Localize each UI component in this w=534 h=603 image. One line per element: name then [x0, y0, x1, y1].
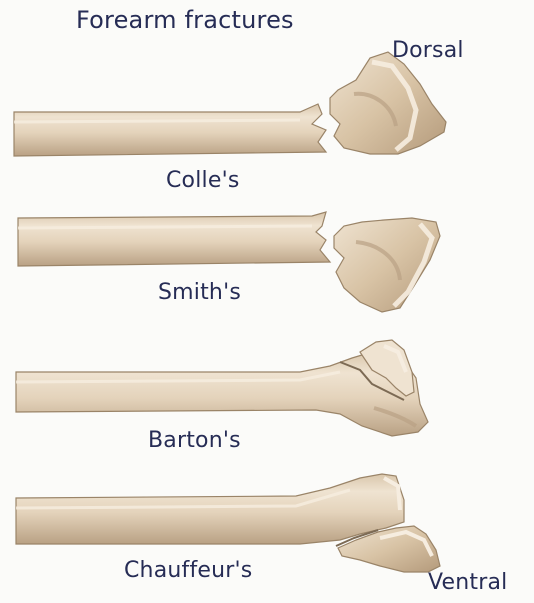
ventral-direction-label: Ventral — [428, 570, 508, 595]
fracture-label-bartons: Barton's — [148, 428, 241, 453]
colles-fracture-bone — [14, 52, 446, 156]
fracture-label-smiths: Smith's — [158, 280, 241, 305]
diagram-title: Forearm fractures — [76, 6, 294, 34]
bartons-fracture-bone — [16, 340, 428, 436]
dorsal-direction-label: Dorsal — [392, 38, 464, 63]
fracture-label-chauffeurs: Chauffeur's — [124, 558, 252, 583]
fracture-label-colles: Colle's — [166, 168, 240, 193]
